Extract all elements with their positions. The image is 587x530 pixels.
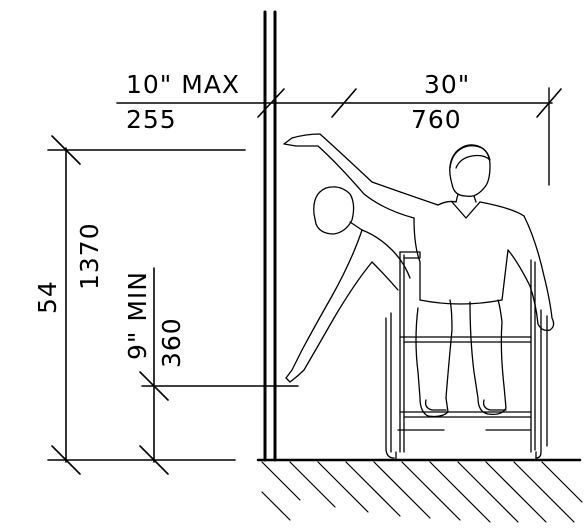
high-reach-in-label: 54 bbox=[33, 280, 62, 314]
low-reach-dimension bbox=[139, 267, 299, 475]
low-reach-min-mm-label: 360 bbox=[157, 317, 186, 368]
floor bbox=[256, 458, 583, 523]
side-reach-max-in-label: 10" MAX bbox=[126, 70, 240, 99]
wheelchair bbox=[385, 251, 548, 461]
horizontal-dimension bbox=[116, 87, 562, 186]
high-reach-mm-label: 1370 bbox=[75, 222, 104, 290]
side-reach-max-mm-label: 255 bbox=[126, 105, 177, 134]
clear-width-mm-label: 760 bbox=[411, 105, 462, 134]
seated-person-low-reach bbox=[285, 186, 411, 383]
clear-width-in-label: 30" bbox=[424, 70, 470, 99]
wall bbox=[263, 10, 277, 462]
high-reach-dimension bbox=[47, 135, 246, 475]
seated-person-high-reach bbox=[283, 133, 555, 418]
low-reach-min-in-label: 9" MIN bbox=[123, 271, 152, 360]
